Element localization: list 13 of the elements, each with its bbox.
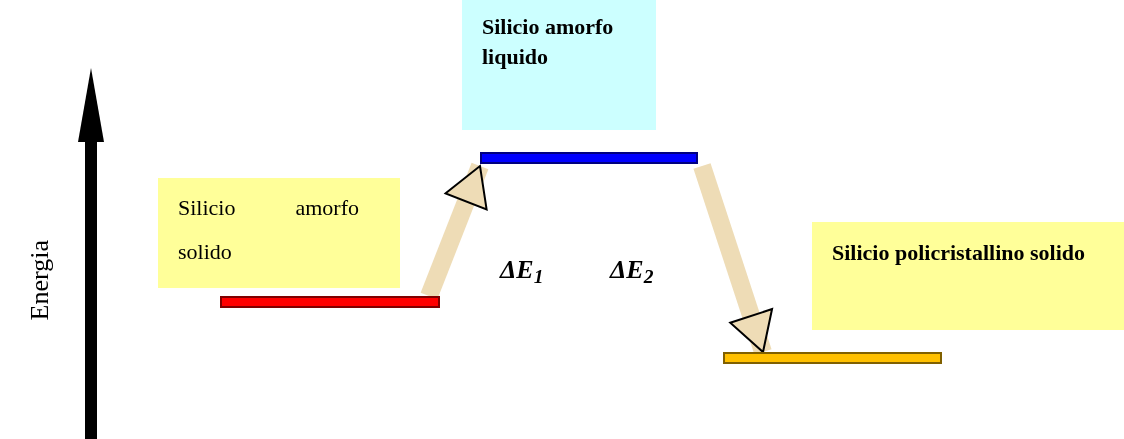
state-box [158,178,400,288]
energy-level-bar [480,152,698,164]
block-arrow [693,163,774,355]
state-label: Silicio amorfo liquido [481,13,615,71]
state-box [812,222,1124,330]
energy-gap-label: ΔE$_{1}$ [500,254,544,289]
energy-gap-label: ΔE$_{2}$ [610,254,654,289]
energy-level-bar [723,352,942,364]
state-label: Silicio amorfo solido [177,194,360,266]
state-box [462,0,656,130]
axis-label: Energia [24,240,55,321]
state-label: Silicio policristallino solido [831,239,1087,267]
energy-level-bar [220,296,440,308]
